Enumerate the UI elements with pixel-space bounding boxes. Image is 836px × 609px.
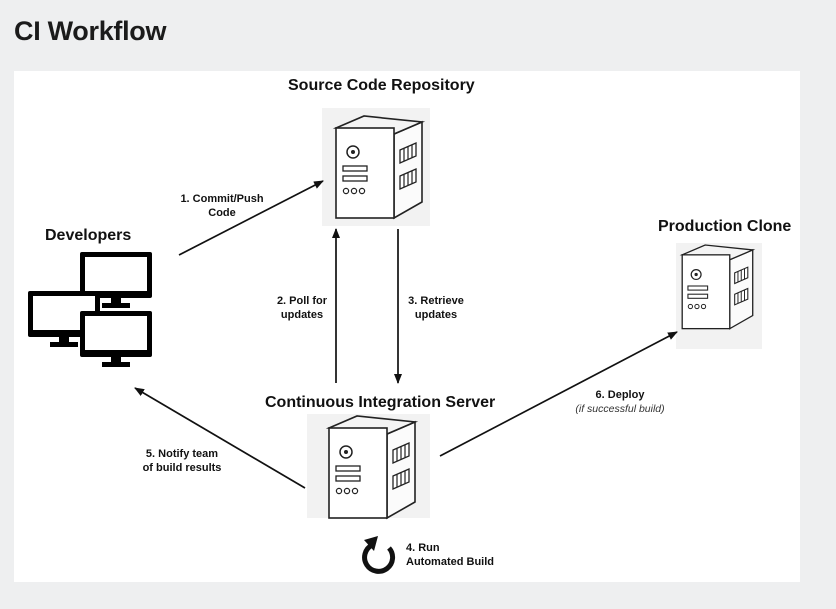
ci-server-title: Continuous Integration Server <box>265 394 496 411</box>
deploy-label-note: (if successful build) <box>575 403 665 415</box>
deploy-arrow <box>439 331 678 457</box>
deploy-label-line1: 6. Deploy <box>595 389 645 401</box>
monitors-icon <box>28 252 152 367</box>
notify-arrow <box>134 387 306 489</box>
retrieve-label-line1: 3. Retrieve <box>408 295 464 307</box>
build-label-line1: 4. Run <box>406 542 440 554</box>
poll-label-line1: 2. Poll for <box>276 295 328 307</box>
poll-label: 2. Poll for updates <box>272 294 332 322</box>
poll-label-line2: updates <box>280 309 324 321</box>
page-title: CI Workflow <box>14 16 167 46</box>
commit-label-line1: 1. Commit/Push <box>180 193 264 205</box>
build-label-line2: Automated Build <box>406 556 494 568</box>
refresh-icon <box>362 536 396 574</box>
notify-label-line1: 5. Notify team <box>145 448 219 460</box>
production-title: Production Clone <box>658 218 792 235</box>
production-server-icon <box>676 243 762 349</box>
commit-arrow <box>178 180 324 256</box>
retrieve-label: 3. Retrieve updates <box>403 294 469 322</box>
developers-title: Developers <box>45 227 132 244</box>
retrieve-label-line2: updates <box>414 309 458 321</box>
commit-label-line2: Code <box>208 207 236 219</box>
ci-server-icon <box>307 414 430 519</box>
notify-label: 5. Notify team of build results <box>130 447 234 475</box>
build-label: 4. Run Automated Build <box>406 541 494 569</box>
notify-label-line2: of build results <box>142 462 222 474</box>
repo-server-icon <box>322 108 430 226</box>
commit-label: 1. Commit/Push Code <box>170 192 274 220</box>
deploy-label: 6. Deploy (if successful build) <box>558 388 682 416</box>
repo-title: Source Code Repository <box>288 77 475 94</box>
